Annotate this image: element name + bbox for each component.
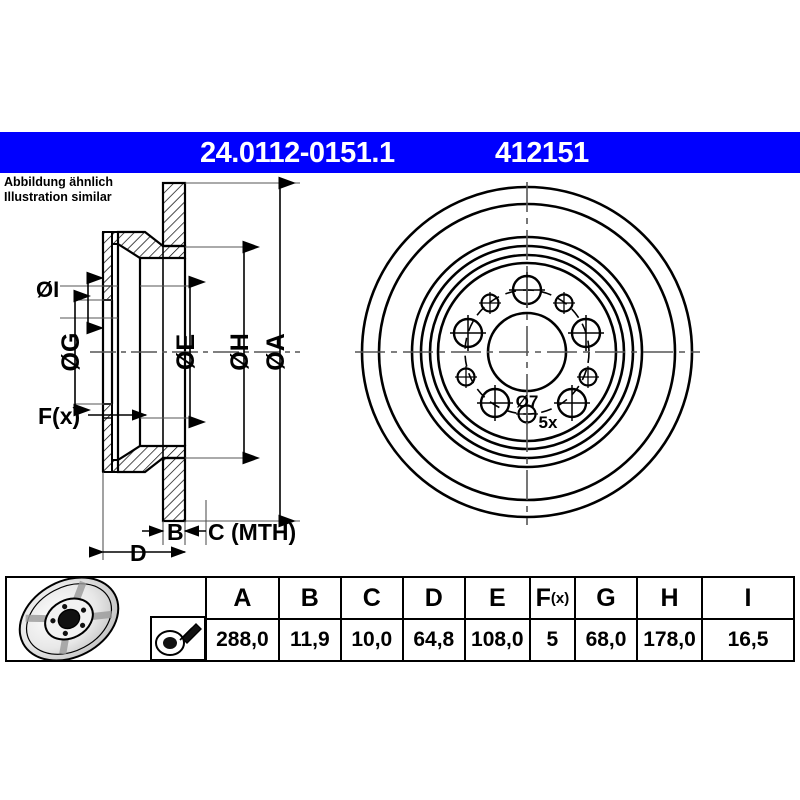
disc-rim-upper [161, 181, 187, 248]
mounting-flange-lower [102, 403, 113, 473]
table-header-fx-sub: (x) [550, 589, 570, 607]
dimension-b: B [142, 519, 184, 545]
table-header-d: D [403, 578, 464, 620]
note-line-de: Abbildung ähnlich [4, 175, 114, 189]
table-column-a: A 288,0 [207, 578, 280, 660]
table-column-g: G 68,0 [576, 578, 638, 660]
note-line-en: Illustration similar [4, 189, 112, 204]
illustration-note: Abbildung ähnlich Illustration similar [4, 175, 113, 204]
dimension-h: ØH [226, 240, 260, 465]
table-value-h: 178,0 [643, 628, 696, 651]
dimension-g: ØG [57, 289, 91, 417]
part-number: 24.0112-0151.1 [200, 137, 395, 169]
table-header-h: H [638, 578, 701, 620]
face-centerlines [355, 182, 700, 525]
table-value-c: 10,0 [351, 628, 393, 651]
dimension-i: ØI [36, 271, 104, 335]
dimension-e-label: ØE [172, 334, 200, 370]
disc-hat-upper [116, 230, 187, 260]
table-value-fx: 5 [546, 628, 559, 651]
dimension-g-label: ØG [57, 333, 85, 372]
disc-hat-lower [116, 444, 187, 474]
table-value-e: 108,0 [471, 628, 524, 651]
locating-hole [553, 292, 575, 314]
dimension-fx-label: F(x) [38, 403, 80, 429]
dimension-h-label: ØH [226, 333, 254, 371]
table-column-fx: F(x) 5 [530, 578, 576, 660]
dimension-table: A 288,0 B 11,9 C 10,0 D 64,8 E 108,0 F(x… [5, 576, 795, 662]
table-column-d: D 64,8 [403, 578, 466, 660]
table-header-fx-main: F [535, 583, 551, 612]
table-value-d: 64,8 [413, 628, 455, 651]
table-column-h: H 178,0 [638, 578, 703, 660]
table-header-i: I [703, 578, 793, 620]
table-header-a: A [207, 578, 278, 620]
bolt-hole [450, 315, 486, 351]
bolt-hole [568, 315, 604, 351]
dimension-i-label: ØI [36, 277, 59, 302]
table-value-b: 11,9 [289, 628, 330, 651]
dimension-c: C (MTH) [183, 519, 296, 545]
face-view: Ø7 5x [355, 182, 700, 525]
table-column-b: B 11,9 [279, 578, 342, 660]
table-column-e: E 108,0 [465, 578, 531, 660]
table-columns: A 288,0 B 11,9 C 10,0 D 64,8 E 108,0 F(x… [207, 578, 793, 660]
table-header-e: E [465, 578, 529, 620]
table-header-b: B [279, 578, 340, 620]
locating-hole [479, 292, 501, 314]
dimension-a-label: ØA [262, 333, 290, 371]
table-value-g: 68,0 [585, 628, 627, 651]
dimension-b-label: B [167, 519, 184, 545]
hole-diameter-label: Ø7 [516, 392, 539, 411]
mounting-flange-upper [102, 231, 113, 301]
table-value-a: 288,0 [216, 628, 269, 651]
dimension-e: ØE [172, 275, 206, 429]
dimension-c-label: C (MTH) [208, 519, 296, 545]
dimension-fx: F(x) [38, 403, 148, 429]
brake-disc-illustration [18, 576, 120, 662]
disc-rim-lower [161, 456, 187, 523]
dimension-d: D [89, 540, 187, 566]
hole-count-label: 5x [539, 413, 558, 432]
measurement-icon [150, 616, 206, 661]
table-column-i: I 16,5 [703, 578, 793, 660]
dimension-a: ØA [262, 176, 296, 528]
bolt-hole [477, 385, 513, 421]
table-header-c: C [341, 578, 402, 620]
table-header-fx: F(x) [530, 578, 574, 620]
dimension-d-label: D [130, 540, 147, 566]
locating-hole [455, 366, 477, 388]
table-product-image-cell [7, 576, 207, 662]
locating-hole [577, 366, 599, 388]
bottom-extension-lines [102, 472, 207, 560]
locating-holes [455, 292, 599, 425]
reference-number: 412151 [495, 137, 589, 169]
cross-section-view: ØI ØG ØE ØH ØA [36, 176, 300, 566]
table-column-c: C 10,0 [341, 578, 404, 660]
bolt-hole [554, 385, 590, 421]
table-value-i: 16,5 [727, 628, 769, 651]
header-bar [0, 132, 800, 173]
table-header-g: G [576, 578, 636, 620]
